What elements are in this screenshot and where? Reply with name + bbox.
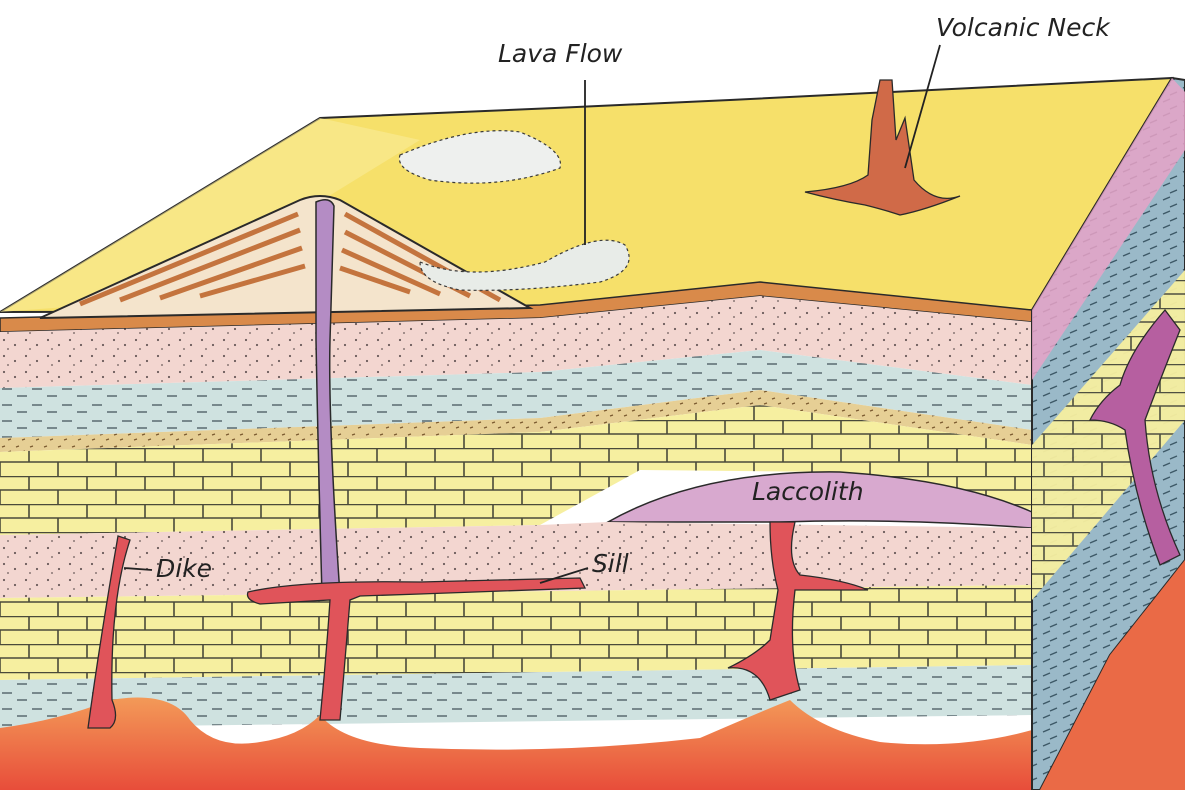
dike-label: Dike (156, 554, 212, 583)
lava-flow-label: Lava Flow (498, 39, 623, 68)
sill-label: Sill (592, 549, 629, 578)
volcanic-neck-label: Volcanic Neck (936, 13, 1111, 42)
laccolith-label: Laccolith (752, 477, 864, 506)
lower-limestone-layer (0, 585, 1032, 680)
